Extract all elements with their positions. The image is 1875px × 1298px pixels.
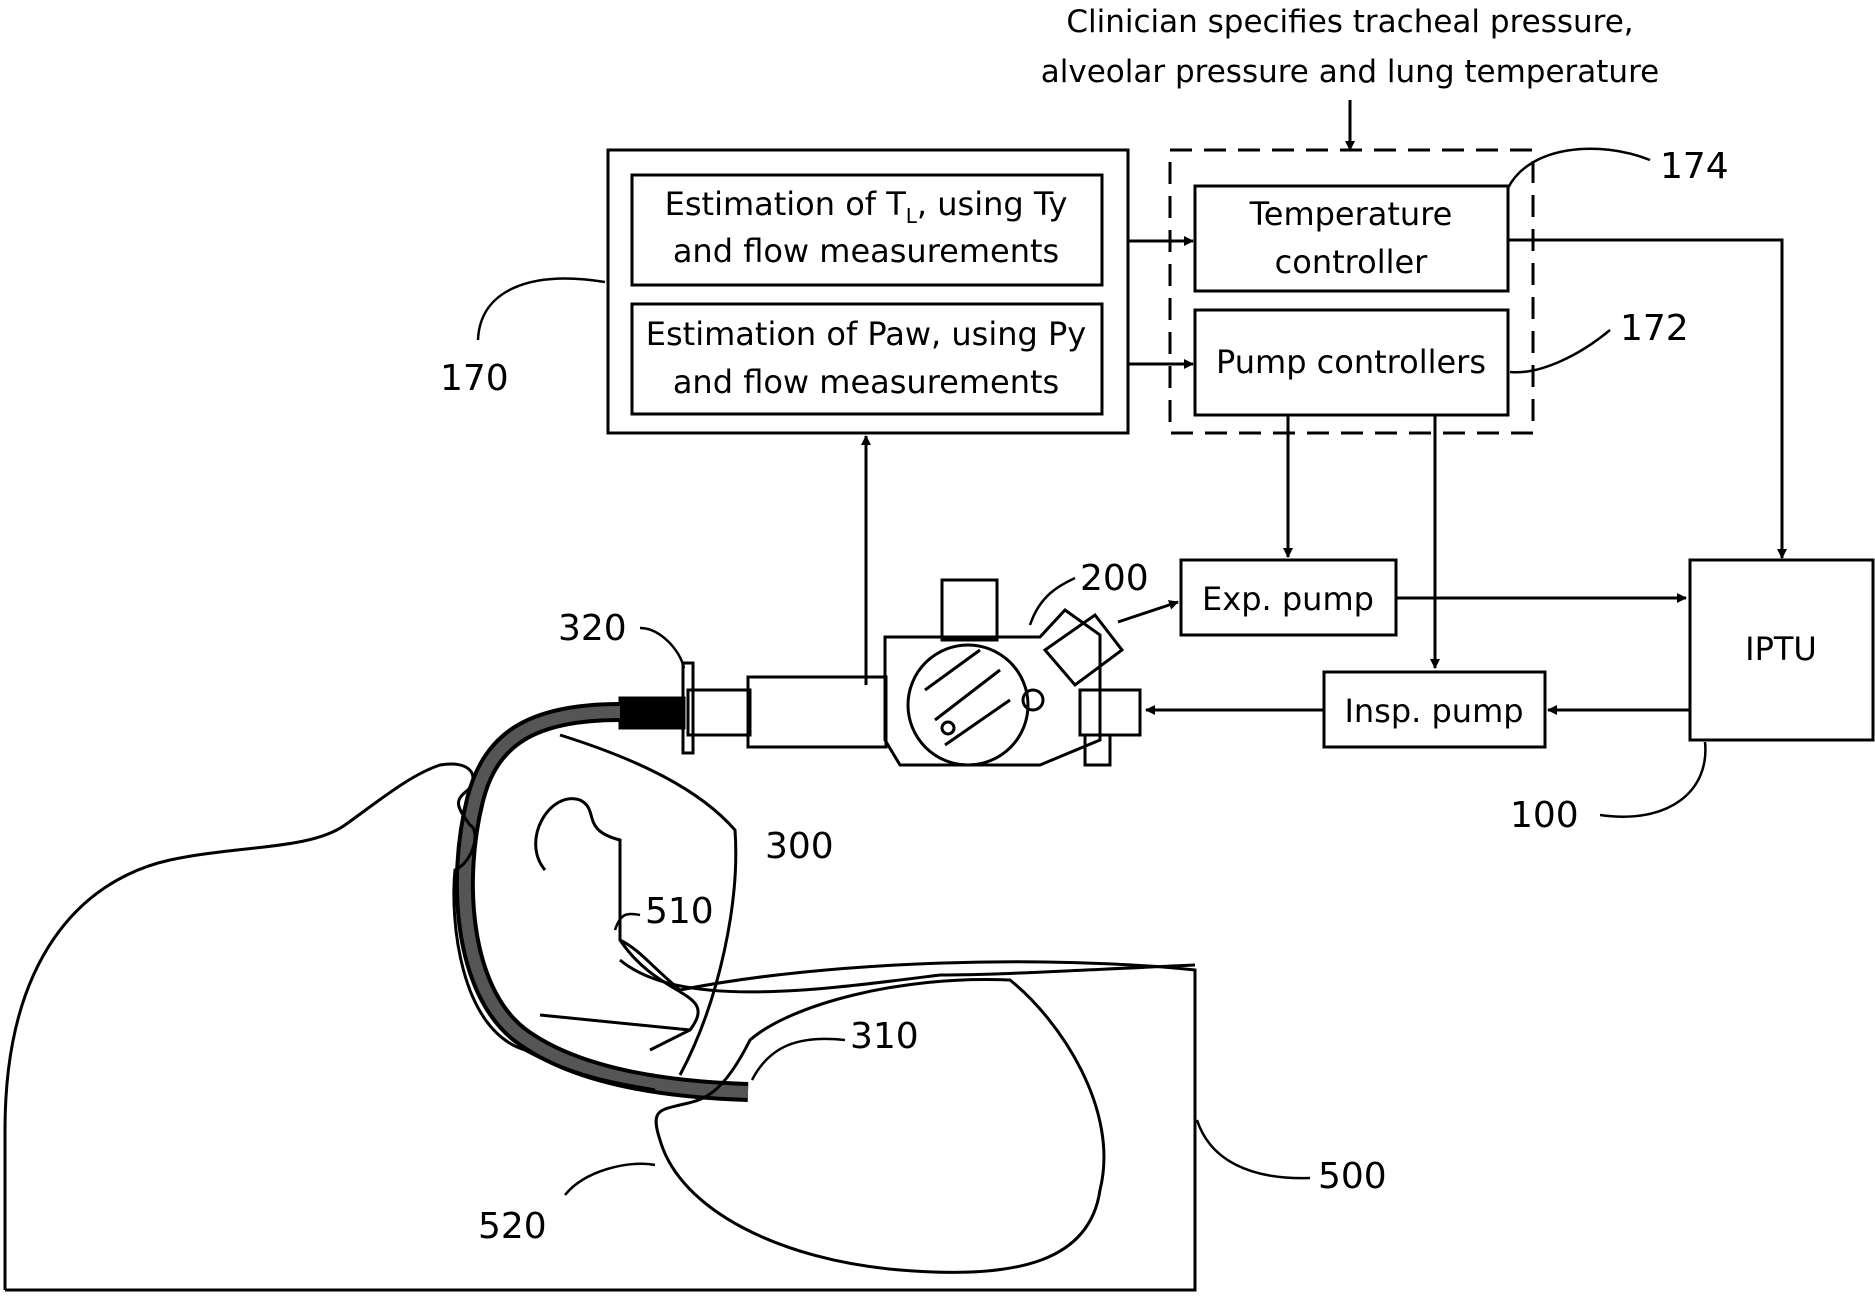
temperature-controller-line-2: controller (1275, 243, 1429, 281)
header-line-2: alveolar pressure and lung temperature (1041, 54, 1659, 90)
ref-200: 200 (1030, 558, 1149, 625)
ref-300: 300 (765, 826, 834, 867)
ref-200-label: 200 (1080, 558, 1149, 599)
pump-controllers-label: Pump controllers (1216, 343, 1486, 381)
ventilator-device (620, 580, 1140, 765)
temperature-controller-line-1: Temperature (1249, 195, 1453, 233)
iptu-label: IPTU (1745, 630, 1817, 668)
exp-pump-label: Exp. pump (1202, 580, 1374, 618)
ref-172-label: 172 (1620, 308, 1689, 349)
arrow-temp-to-iptu (1508, 240, 1782, 558)
ref-310: 310 (752, 1016, 919, 1080)
ref-170-label: 170 (440, 358, 509, 399)
header-line-1: Clinician specifies tracheal pressure, (1066, 4, 1633, 40)
insp-pump-label: Insp. pump (1344, 692, 1523, 730)
paw-estimation-line-2: and flow measurements (673, 363, 1059, 401)
ref-520: 520 (478, 1164, 655, 1247)
ref-100-label: 100 (1510, 795, 1579, 836)
ref-310-label: 310 (850, 1016, 919, 1057)
ref-174: 174 (1508, 146, 1729, 188)
ref-500-label: 500 (1318, 1156, 1387, 1197)
clinician-header: Clinician specifies tracheal pressure, a… (1041, 4, 1659, 90)
patient-outline (5, 764, 1195, 1290)
temp-estimation-line-1: Estimation of TL, using Ty (665, 185, 1068, 228)
ref-174-label: 174 (1660, 146, 1729, 187)
ref-300-label: 300 (765, 826, 834, 867)
ref-320: 320 (558, 608, 684, 668)
ref-170: 170 (440, 279, 605, 399)
ref-320-label: 320 (558, 608, 627, 649)
ref-510-label: 510 (645, 891, 714, 932)
arrow-device-to-exp (1118, 602, 1178, 622)
ref-510: 510 (615, 891, 714, 932)
ref-500: 500 (1197, 1120, 1387, 1197)
temp-estimation-line-2: and flow measurements (673, 232, 1059, 270)
ref-100: 100 (1510, 742, 1705, 836)
paw-estimation-line-1: Estimation of Paw, using Py (646, 315, 1086, 353)
ref-172: 172 (1510, 308, 1689, 372)
ref-520-label: 520 (478, 1206, 547, 1247)
